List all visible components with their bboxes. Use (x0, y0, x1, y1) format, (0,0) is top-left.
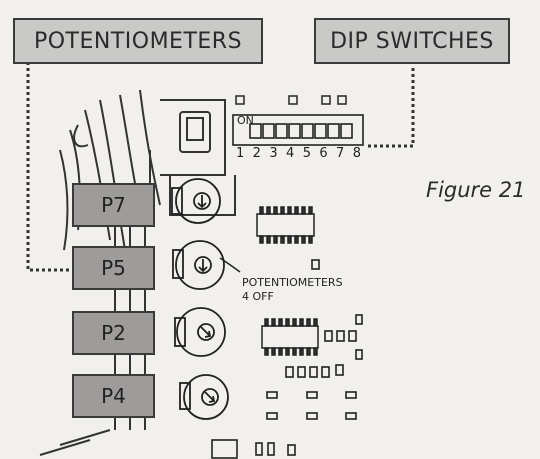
figure-label: Figure 21 (426, 178, 526, 202)
potentiometer-p2 (174, 307, 226, 357)
ic-chip-lower (261, 318, 319, 356)
ic-chip-upper (256, 206, 315, 244)
small-components (211, 259, 363, 459)
pot-annotation-line2: 4 OFF (242, 290, 274, 303)
pot-label-p4: P4 (72, 374, 155, 418)
dip-number-3: 3 (269, 146, 278, 161)
dip-number-5: 5 (302, 146, 311, 161)
dip-switch-body (232, 114, 364, 146)
dip-number-1: 1 (236, 146, 245, 161)
pot-label-p5: P5 (72, 246, 155, 290)
dip-number-8: 8 (352, 146, 361, 161)
annotation-leader (219, 257, 241, 273)
potentiometer-p7 (171, 178, 221, 224)
dip-number-4: 4 (286, 146, 295, 161)
dip-number-6: 6 (319, 146, 328, 161)
dip-switch-numbers: 1 2 3 4 5 6 7 8 (236, 146, 361, 161)
potentiometer-p5 (172, 240, 225, 290)
pot-label-p2: P2 (72, 311, 155, 355)
leader-lines (26, 62, 415, 272)
dip-number-2: 2 (252, 146, 261, 161)
potentiometer-p4 (179, 374, 229, 420)
dip-number-7: 7 (336, 146, 345, 161)
dip-switches-callout: DIP SWITCHES (314, 18, 510, 64)
pot-label-p7: P7 (72, 183, 155, 227)
top-pads (235, 95, 347, 105)
connector-block (160, 99, 236, 216)
potentiometers-callout: POTENTIOMETERS (13, 18, 263, 64)
pot-annotation-line1: POTENTIOMETERS (242, 276, 343, 289)
dip-switch-on-label: ON (237, 114, 254, 127)
